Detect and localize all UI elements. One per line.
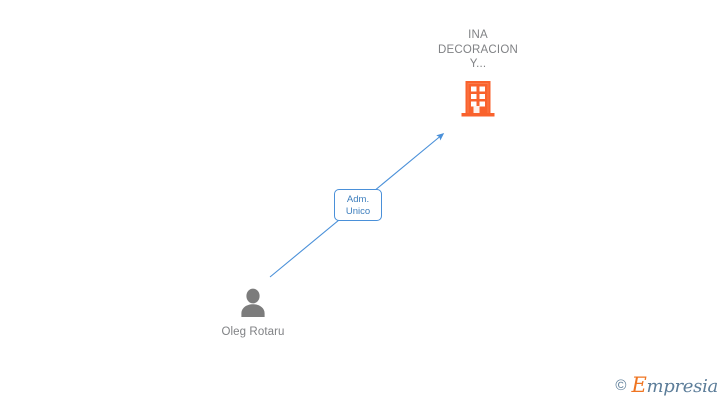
brand-wordmark: Empresia <box>631 375 718 396</box>
person-node[interactable]: Oleg Rotaru <box>193 285 313 339</box>
person-name-label: Oleg Rotaru <box>221 326 285 338</box>
relationship-label-box[interactable]: Adm. Unico <box>334 189 382 221</box>
brand-initial: E <box>631 373 647 397</box>
relationship-label-line-1: Adm. <box>346 194 370 205</box>
relationship-label-line-2: Unico <box>345 206 371 217</box>
building-icon <box>461 80 495 116</box>
person-avatar-icon <box>241 288 265 317</box>
empresia-logo[interactable]: © Empresia <box>615 375 718 396</box>
brand-rest: mpresia <box>646 376 719 397</box>
company-name-label: INA DECORACION Y... <box>438 29 518 70</box>
person-icon-wrap <box>193 285 313 317</box>
company-node[interactable]: INA DECORACION Y... <box>413 28 543 118</box>
copyright-icon: © <box>615 377 627 394</box>
company-icon-wrap <box>413 78 543 118</box>
